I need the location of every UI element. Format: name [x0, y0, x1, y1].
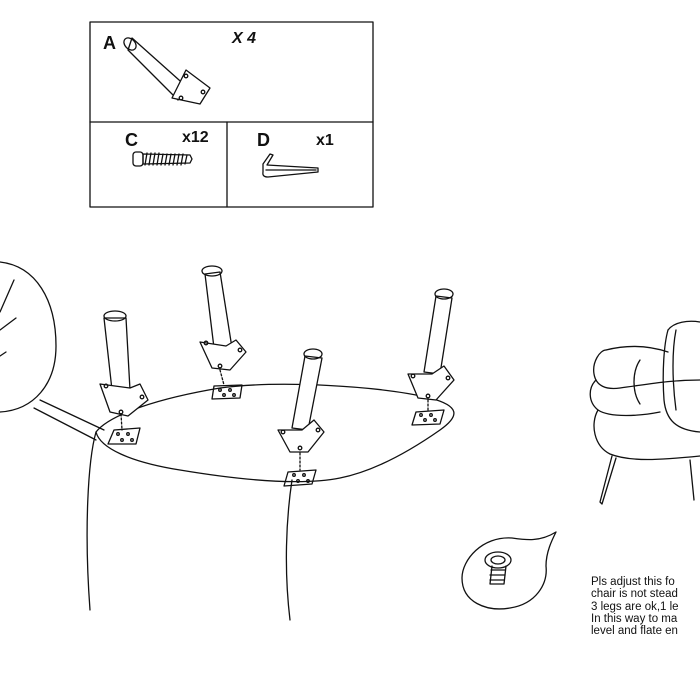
adjust-foot-note: Pls adjust this fo chair is not stead 3 …: [591, 576, 700, 637]
finished-chair: [589, 320, 700, 505]
note-line: level and flate en: [591, 625, 678, 638]
chair-seat-underside: [86, 383, 455, 621]
note-line: chair is not stead: [591, 588, 678, 601]
leg-4: [407, 288, 455, 426]
part-c-screw-icon: [132, 151, 193, 167]
zoom-detail-circle: [0, 261, 105, 441]
part-a-quantity: X 4: [232, 30, 257, 47]
leg-3: [277, 348, 325, 487]
part-d-letter: D: [257, 130, 270, 150]
note-line: Pls adjust this fo: [591, 576, 675, 588]
part-d-allen-key-icon: [262, 153, 319, 178]
leg-2: [199, 265, 247, 400]
leg-1: [99, 310, 149, 445]
part-c-letter: C: [125, 130, 138, 150]
note-line: 3 legs are ok,1 le: [591, 600, 679, 613]
part-c-quantity: x12: [182, 129, 209, 146]
part-a-letter: A: [103, 33, 116, 53]
part-d-quantity: x1: [316, 132, 334, 149]
part-a-leg-icon: [123, 37, 211, 105]
parts-list-box: [89, 21, 374, 208]
note-line: In this way to ma: [591, 612, 678, 625]
foot-adjuster-bubble: [461, 531, 557, 610]
